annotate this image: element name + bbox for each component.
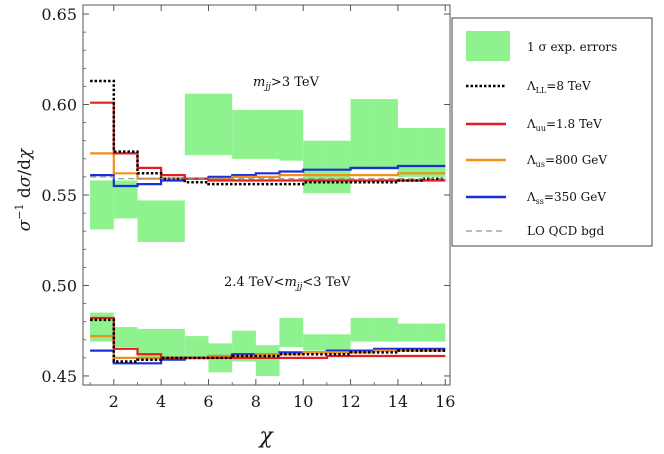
legend-item-lo-qcd-bgd: LO QCD bgd (466, 224, 604, 238)
error-band-lower-bin-3 (137, 328, 162, 360)
legend-item-ss-350-gev: Λss=350 GeV (466, 190, 606, 206)
legend-label: Λuu=1.8 TeV (526, 117, 602, 133)
x-tick-label: 4 (156, 392, 166, 411)
error-band-upper-bin-11 (326, 140, 351, 194)
error-band-upper-bin-15 (421, 128, 446, 177)
error-bands (90, 93, 446, 376)
error-band-upper-bin-4 (161, 200, 185, 242)
legend-label: Λss=350 GeV (526, 190, 606, 206)
x-axis: 2 4 6 8 10 12 14 16 (89, 5, 455, 411)
error-band-upper-bin-8 (255, 110, 280, 159)
legend-item-1-exp-errors: 1 σ exp. errors (466, 31, 617, 61)
x-tick-label: 10 (293, 392, 313, 411)
y-tick-label: 0.45 (41, 367, 77, 386)
x-axis-title: χ (257, 424, 274, 449)
error-band-lower-bin-5 (184, 336, 209, 360)
error-band-upper-bin-9 (279, 110, 304, 161)
x-tick-label: 12 (340, 392, 360, 411)
error-band-lower-bin-10 (303, 334, 327, 351)
y-tick-label: 0.60 (41, 96, 77, 115)
error-band-upper-bin-2 (113, 180, 138, 219)
error-band-lower-bin-9 (279, 318, 304, 347)
y-tick-label: 0.50 (41, 276, 77, 295)
y-tick-label: 0.65 (41, 5, 77, 24)
error-band-upper-bin-14 (397, 128, 422, 177)
x-tick-label: 8 (251, 392, 261, 411)
legend-swatch-band (466, 31, 510, 61)
x-tick-label: 6 (203, 392, 213, 411)
error-band-lower-bin-15 (421, 323, 446, 342)
error-band-lower-bin-8 (255, 345, 280, 376)
error-band-lower-bin-12 (350, 318, 375, 342)
legend-label: Λus=800 GeV (526, 153, 607, 169)
error-band-upper-bin-3 (137, 200, 162, 242)
series-ss-350-gev (90, 164, 446, 188)
error-band-upper-bin-6 (208, 93, 233, 156)
error-band-upper-bin-7 (232, 110, 256, 159)
series-uu-1-8-tev-2-4-3-tev (90, 316, 446, 359)
series-ll-8-tev (90, 79, 446, 186)
series-layer (90, 79, 446, 365)
annotation-mjj-above-3tev: mjj>3 TeV (253, 75, 320, 92)
error-band-lower-bin-13 (374, 318, 398, 342)
error-band-lower-bin-4 (161, 328, 185, 360)
x-tick-label: 2 (109, 392, 119, 411)
series-uu-1-8-tev (90, 101, 446, 182)
error-band-upper-bin-13 (374, 99, 398, 170)
x-tick-label: 14 (388, 392, 408, 411)
error-band-lower-bin-11 (326, 334, 351, 351)
legend-label: LO QCD bgd (527, 224, 604, 238)
legend-item-ll-8-tev: ΛLL=8 TeV (466, 79, 591, 95)
error-band-upper-bin-1 (90, 180, 114, 230)
y-tick-label: 0.55 (41, 186, 77, 205)
series-ll-8-tev-2-4-3-tev (90, 318, 446, 363)
error-band-upper-bin-5 (184, 93, 209, 156)
y-axis: 0.45 0.50 0.55 0.60 0.65 (41, 5, 450, 386)
legend-item-us-800-gev: Λus=800 GeV (466, 153, 607, 169)
annotation-bg-upper (178, 66, 378, 94)
error-band-upper-bin-10 (303, 140, 327, 194)
legend-item-uu-1-8-tev: Λuu=1.8 TeV (466, 117, 602, 133)
x-tick-label: 16 (435, 392, 455, 411)
series-us-800-gev (90, 152, 446, 180)
annotation-mjj-range: 2.4 TeV<mjj<3 TeV (224, 275, 351, 292)
y-axis-title: σ−1 dσ/dχ (13, 147, 35, 231)
annotation-bg-lower (178, 265, 433, 295)
legend-label: 1 σ exp. errors (527, 40, 617, 54)
svg-text:σ−1 dσ/dχ: σ−1 dσ/dχ (13, 147, 35, 231)
series-lo-qcd-bgd (90, 176, 446, 180)
error-band-lower-bin-2 (113, 327, 138, 347)
error-band-upper-bin-12 (350, 99, 375, 170)
error-band-lower-bin-14 (397, 323, 422, 342)
legend-label: ΛLL=8 TeV (526, 79, 591, 95)
